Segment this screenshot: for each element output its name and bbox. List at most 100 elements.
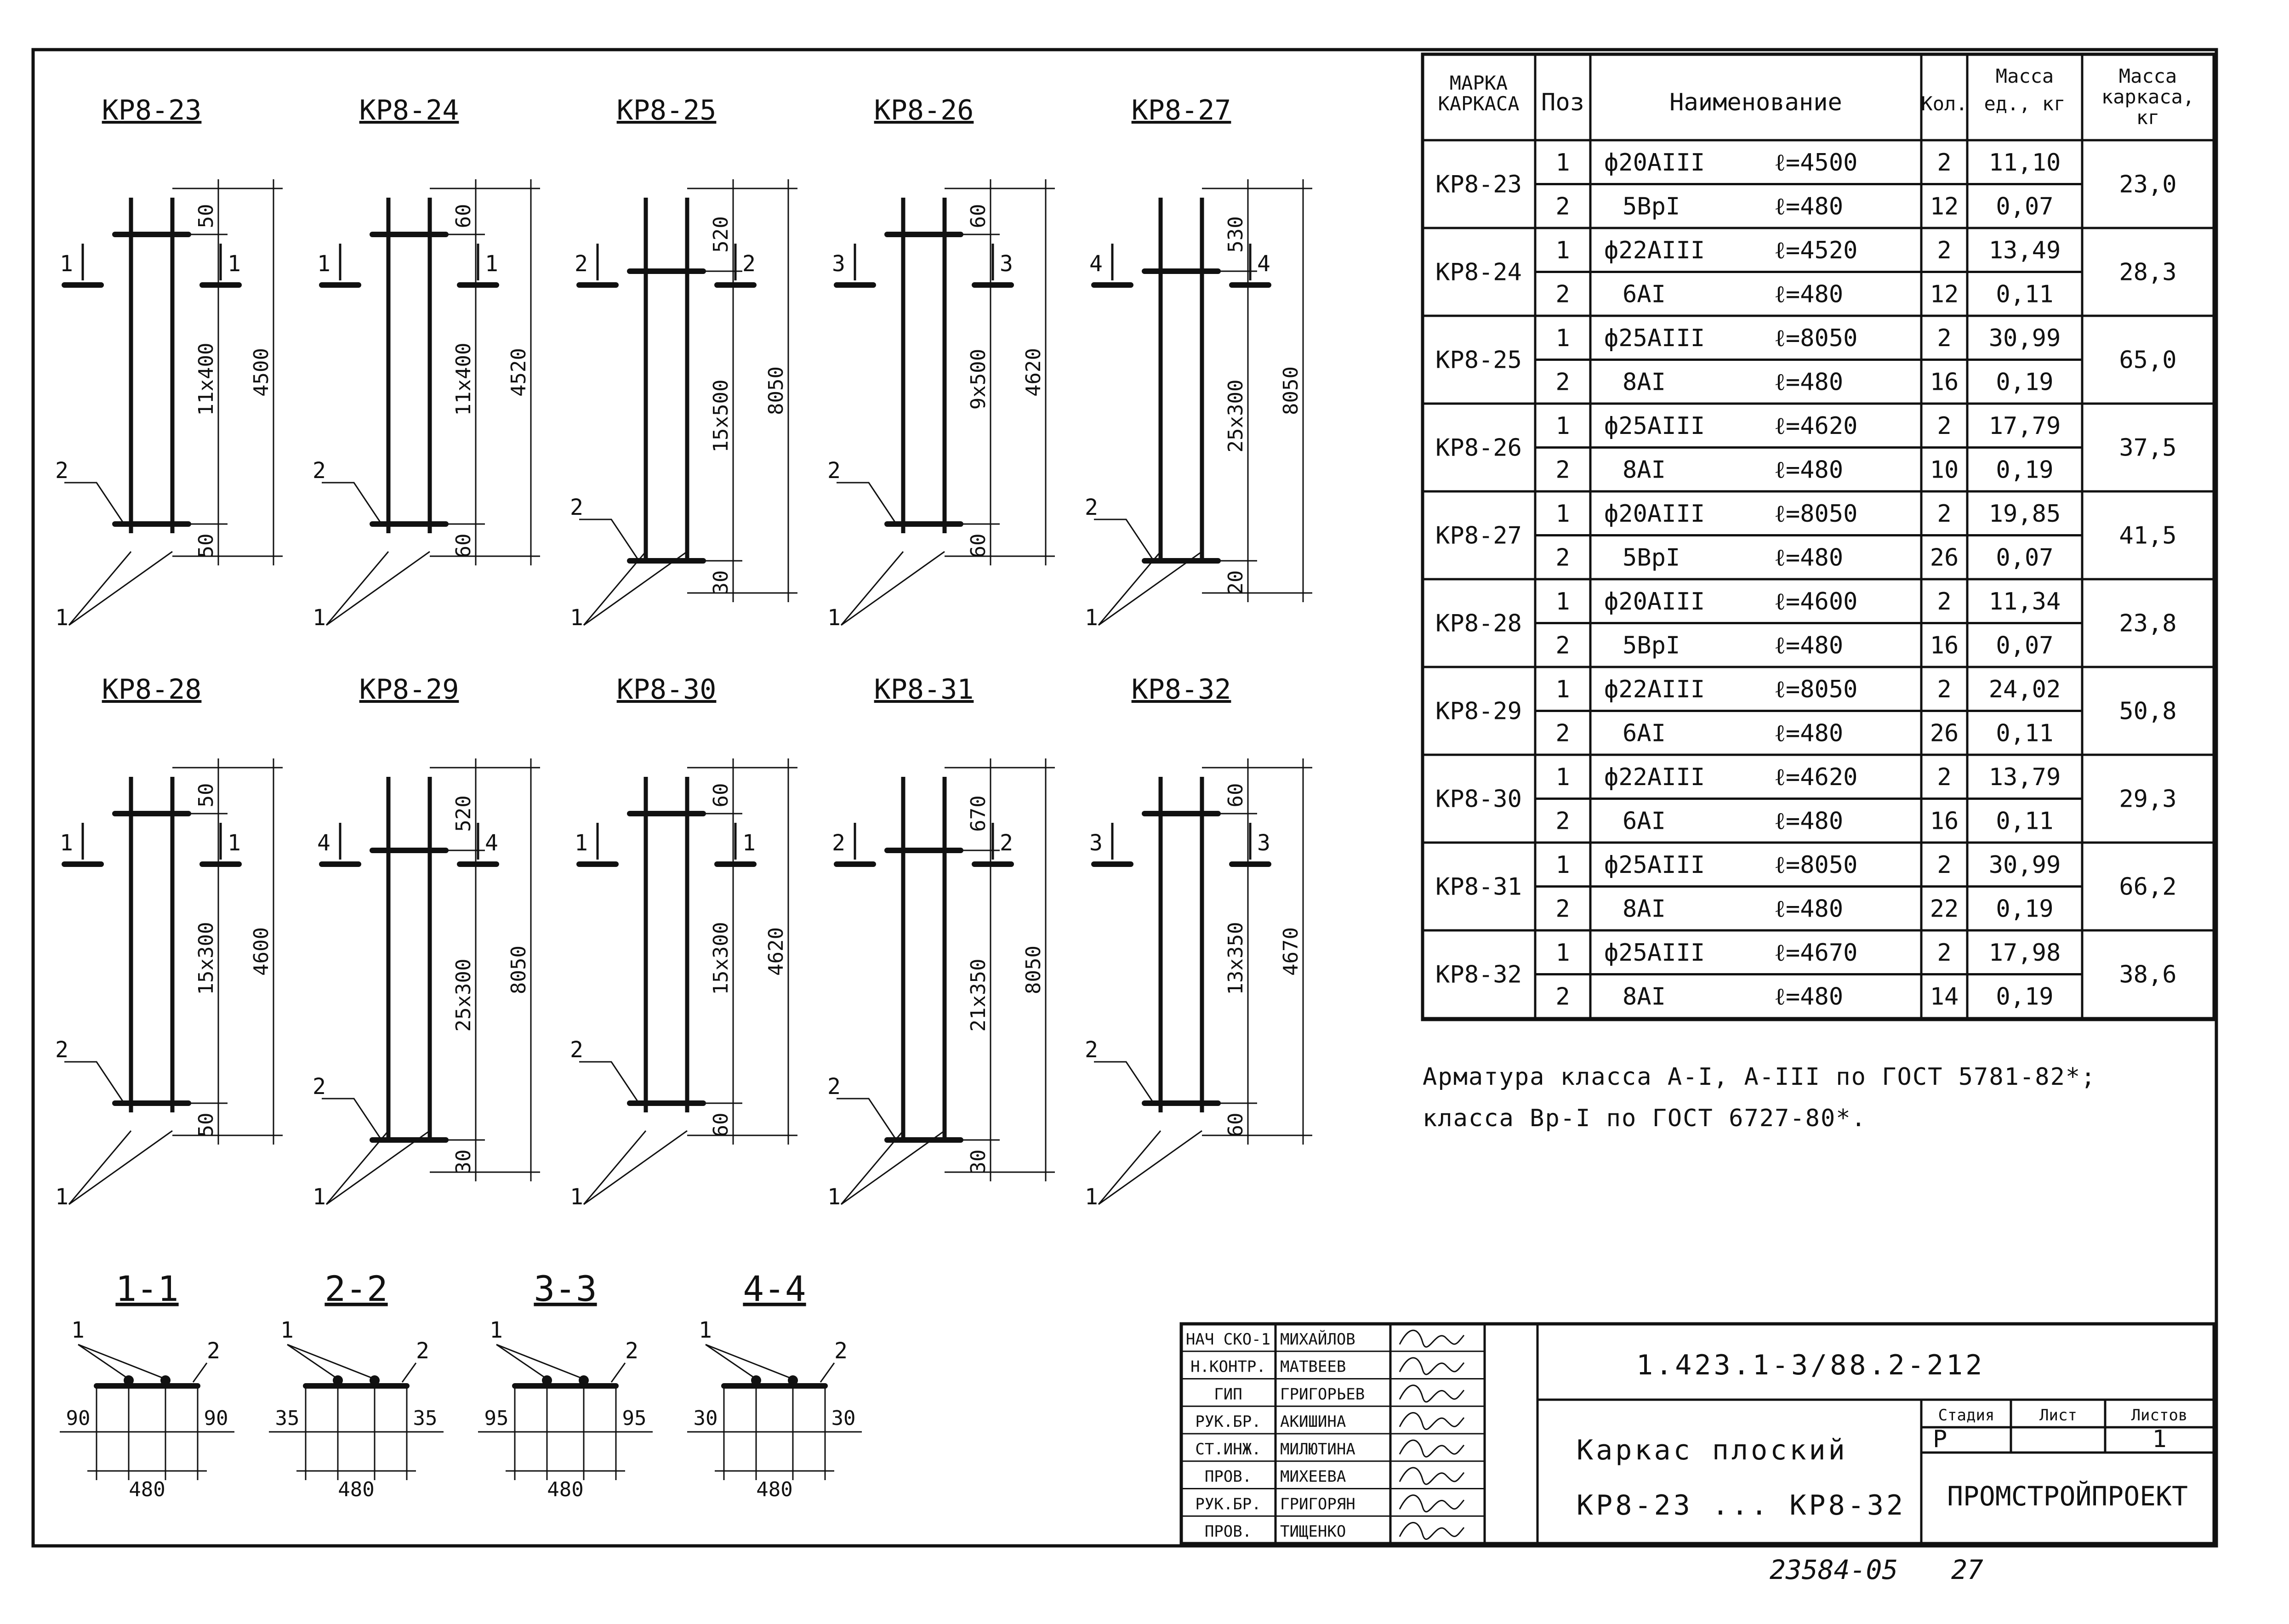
dim-top: 60	[452, 204, 475, 228]
pos-label-bar: 2	[313, 458, 326, 484]
leader-rod	[1098, 551, 1202, 626]
leader-bar	[64, 1061, 125, 1104]
spec-qty: 26	[1930, 544, 1959, 571]
pos-label-rod: 1	[313, 1184, 326, 1210]
hdr-mark-1: МАРКА	[1450, 72, 1508, 94]
spec-bar-length: ℓ=4620	[1774, 412, 1857, 440]
hdr-frame-mass-3: кг	[2136, 106, 2160, 129]
dim-total: 4620	[764, 927, 788, 976]
dim-bottom: 30	[452, 1150, 475, 1174]
spec-pos: 2	[1555, 280, 1570, 308]
section-tag-right: 4	[1257, 251, 1270, 277]
spec-qty: 2	[1937, 588, 1951, 615]
spec-bar-length: ℓ=480	[1774, 632, 1843, 659]
section-leader	[78, 1344, 166, 1380]
section-leader	[401, 1362, 417, 1383]
spec-bar-length: ℓ=480	[1774, 983, 1843, 1010]
spec-bar-name: 5ВрI	[1623, 544, 1680, 571]
spec-bar-length: ℓ=8050	[1774, 676, 1857, 703]
spec-bar-length: ℓ=480	[1774, 544, 1843, 571]
spec-unit-mass: 13,49	[1989, 237, 2061, 264]
dim-total: 8050	[507, 946, 530, 994]
dim-middle: 9х500	[967, 349, 990, 410]
leader-bar	[1094, 519, 1155, 561]
spec-frame-mass: 28,3	[2119, 259, 2176, 286]
section-dim-left: 90	[66, 1407, 91, 1430]
spec-bar-name: 5ВрI	[1623, 632, 1680, 659]
leader-rod	[583, 551, 688, 626]
spec-bar-name: 8АI	[1623, 983, 1666, 1010]
spec-qty: 10	[1930, 456, 1959, 484]
spec-mark: КР8-31	[1435, 873, 1522, 901]
spec-mark: КР8-32	[1435, 961, 1522, 989]
signature-row: ПРОВ.ТИЩЕНКО	[1181, 1515, 1485, 1541]
section-rod	[788, 1375, 798, 1385]
spec-mark: КР8-30	[1435, 786, 1522, 813]
sig-role: ПРОВ.	[1205, 1522, 1252, 1541]
dim-top: 520	[709, 216, 733, 252]
frame-title: КР8-24	[359, 94, 459, 126]
section-tag-left: 3	[1089, 830, 1103, 856]
dim-middle: 11х400	[194, 343, 218, 416]
hdr-name: Наименование	[1669, 89, 1842, 116]
section-pos-bar: 2	[416, 1338, 429, 1364]
frame-title: КР8-26	[874, 94, 974, 126]
leader-rod	[840, 551, 904, 626]
section-leader	[705, 1344, 793, 1380]
spec-qty: 2	[1937, 500, 1951, 528]
hdr-pos: Поз	[1541, 89, 1584, 116]
spec-qty: 2	[1937, 851, 1951, 879]
dim-middle: 15х300	[709, 922, 733, 995]
section-pos-bar: 2	[834, 1338, 848, 1364]
dim-top: 60	[1224, 783, 1247, 808]
spec-mark: КР8-28	[1435, 610, 1522, 638]
dim-total: 4620	[1022, 348, 1045, 397]
spec-pos: 1	[1555, 500, 1570, 528]
spec-pos: 1	[1555, 588, 1570, 615]
spec-unit-mass: 0,07	[1996, 544, 2053, 571]
spec-pos: 1	[1555, 851, 1570, 879]
spec-pos: 2	[1555, 719, 1570, 747]
section-leader	[610, 1362, 626, 1383]
signature-scribble	[1399, 1385, 1465, 1403]
section-dim-width: 480	[129, 1478, 165, 1501]
spec-qty: 2	[1937, 939, 1951, 967]
leader-rod	[583, 1130, 688, 1205]
spec-qty: 2	[1937, 676, 1951, 703]
section-pos-bar: 2	[207, 1338, 220, 1364]
spec-bar-name: ф25АIII	[1604, 939, 1705, 967]
stage-value: Р	[1933, 1425, 1947, 1453]
spec-bar-length: ℓ=4500	[1774, 149, 1857, 177]
drawing-title-1: Каркас плоский	[1577, 1434, 1848, 1466]
section-tag-left: 4	[1089, 251, 1103, 277]
frame-title: КР8-28	[102, 673, 202, 706]
dim-bottom: 50	[194, 534, 218, 558]
spec-frame-mass: 38,6	[2119, 961, 2176, 989]
pos-label-rod: 1	[827, 1184, 841, 1210]
signature-row: РУК.БР.ГРИГОРЯН	[1181, 1488, 1485, 1513]
spec-bar-name: 6АI	[1623, 719, 1666, 747]
pos-label-bar: 2	[570, 495, 583, 520]
leader-rod	[583, 551, 647, 626]
dim-middle: 21х350	[967, 959, 990, 1032]
leader-bar	[322, 1098, 382, 1140]
section-pos-rod: 1	[71, 1317, 85, 1343]
spec-qty: 16	[1930, 368, 1959, 396]
signature-scribble	[1399, 1329, 1465, 1348]
spec-bar-name: ф22АIII	[1604, 676, 1705, 703]
section-leader	[496, 1344, 584, 1380]
signature-scribble	[1399, 1467, 1465, 1485]
spec-frame-mass: 23,0	[2119, 171, 2176, 199]
section-tag-right: 3	[1257, 830, 1270, 856]
frame-title: КР8-25	[617, 94, 717, 126]
dim-bottom: 60	[967, 534, 990, 558]
spec-bar-name: ф22АIII	[1604, 764, 1705, 791]
spec-unit-mass: 0,19	[1996, 983, 2053, 1010]
leader-rod	[68, 1130, 132, 1205]
frame-title: КР8-27	[1132, 94, 1231, 126]
